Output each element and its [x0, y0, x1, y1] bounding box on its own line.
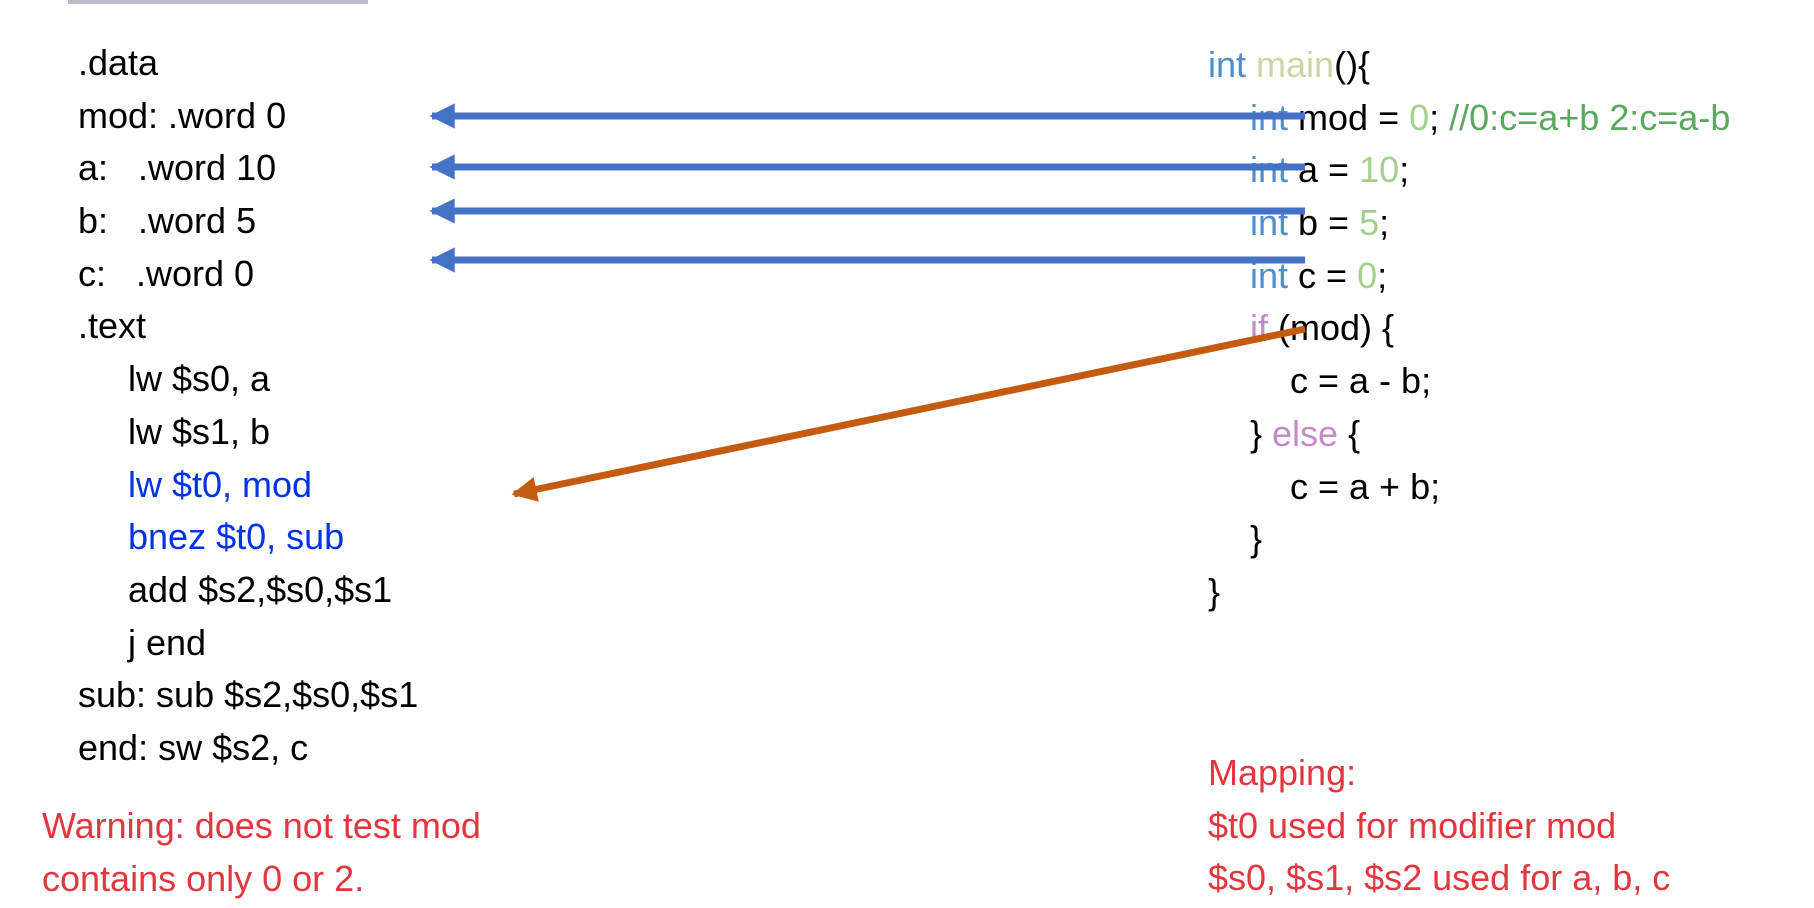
mapping-line-2: $s0, $s1, $s2 used for a, b, c: [1208, 857, 1671, 899]
c-token: }: [1250, 412, 1273, 454]
warning-line-1: Warning: does not test mod: [42, 805, 481, 846]
asm-line: b: .word 5: [78, 200, 257, 242]
c-token: c =: [1288, 254, 1358, 296]
c-token: c = a - b;: [1290, 360, 1432, 402]
c-token: int: [1250, 96, 1289, 138]
c-source-code: int main(){int mod = 0; //0:c=a+b 2:c=a-…: [1208, 39, 1730, 619]
c-token: int: [1250, 149, 1289, 191]
c-token: (mod) {: [1268, 307, 1395, 349]
c-token: 0: [1357, 254, 1378, 296]
c-line: if (mod) {: [1208, 302, 1730, 355]
c-line: int a = 10;: [1208, 144, 1730, 197]
c-token: ;: [1379, 202, 1390, 244]
mapping-note: Mapping: $t0 used for modifier mod $s0, …: [1208, 747, 1670, 905]
mapping-line-1: $t0 used for modifier mod: [1208, 804, 1617, 846]
asm-line: end: sw $s2, c: [78, 726, 309, 768]
asm-line: j end: [128, 621, 207, 663]
asm-line: add $s2,$s0,$s1: [128, 568, 393, 610]
warning-note: Warning: does not test mod contains only…: [42, 800, 481, 905]
c-token: {: [1338, 412, 1361, 454]
c-line: c = a - b;: [1208, 355, 1730, 408]
c-token: ;: [1377, 254, 1388, 296]
c-token: a =: [1288, 149, 1360, 191]
asm-line: c: .word 0: [78, 252, 255, 294]
c-token: }: [1250, 518, 1263, 560]
c-token: 10: [1359, 149, 1400, 191]
c-token: //0:c=a+b 2:c=a-b: [1449, 96, 1731, 138]
asm-line: a: .word 10: [78, 147, 277, 189]
c-line: }: [1208, 566, 1730, 619]
c-line: } else {: [1208, 408, 1730, 461]
c-token: ;: [1399, 149, 1410, 191]
assembly-code: .data mod: .word 0 a: .word 10 b: .word 5 c:…: [78, 37, 418, 775]
warning-line-2: contains only 0 or 2.: [42, 857, 365, 899]
c-line: int main(){: [1208, 39, 1730, 92]
c-token: int: [1208, 44, 1247, 85]
asm-line: .text: [78, 305, 147, 347]
asm-line: bnez $t0, sub: [128, 516, 345, 558]
c-token: (){: [1334, 44, 1371, 85]
c-token: main: [1256, 44, 1335, 85]
c-line: int c = 0;: [1208, 250, 1730, 303]
top-divider: [68, 0, 368, 4]
c-token: b =: [1288, 202, 1360, 244]
mapping-title: Mapping:: [1208, 752, 1357, 793]
c-token: [1246, 44, 1256, 85]
asm-line: lw $s0, a: [128, 358, 271, 400]
c-token: int: [1250, 202, 1289, 244]
asm-line: lw $t0, mod: [128, 463, 313, 505]
asm-line: .data: [78, 42, 159, 83]
c-token: else: [1272, 412, 1339, 454]
arrow-branch: [511, 325, 1306, 502]
c-token: c = a + b;: [1290, 465, 1441, 507]
c-line: int mod = 0; //0:c=a+b 2:c=a-b: [1208, 92, 1730, 145]
c-line: c = a + b;: [1208, 461, 1730, 514]
c-token: 5: [1359, 202, 1380, 244]
c-token: if: [1250, 307, 1268, 349]
c-token: ;: [1429, 96, 1450, 138]
c-token: 0: [1409, 96, 1430, 138]
c-line: int b = 5;: [1208, 197, 1730, 250]
c-token: }: [1208, 570, 1221, 612]
c-token: int: [1250, 254, 1289, 296]
asm-line: mod: .word 0: [78, 94, 287, 136]
c-line: }: [1208, 513, 1730, 566]
c-token: mod =: [1288, 96, 1410, 138]
asm-line: sub: sub $s2,$s0,$s1: [78, 674, 419, 716]
asm-line: lw $s1, b: [128, 410, 271, 452]
